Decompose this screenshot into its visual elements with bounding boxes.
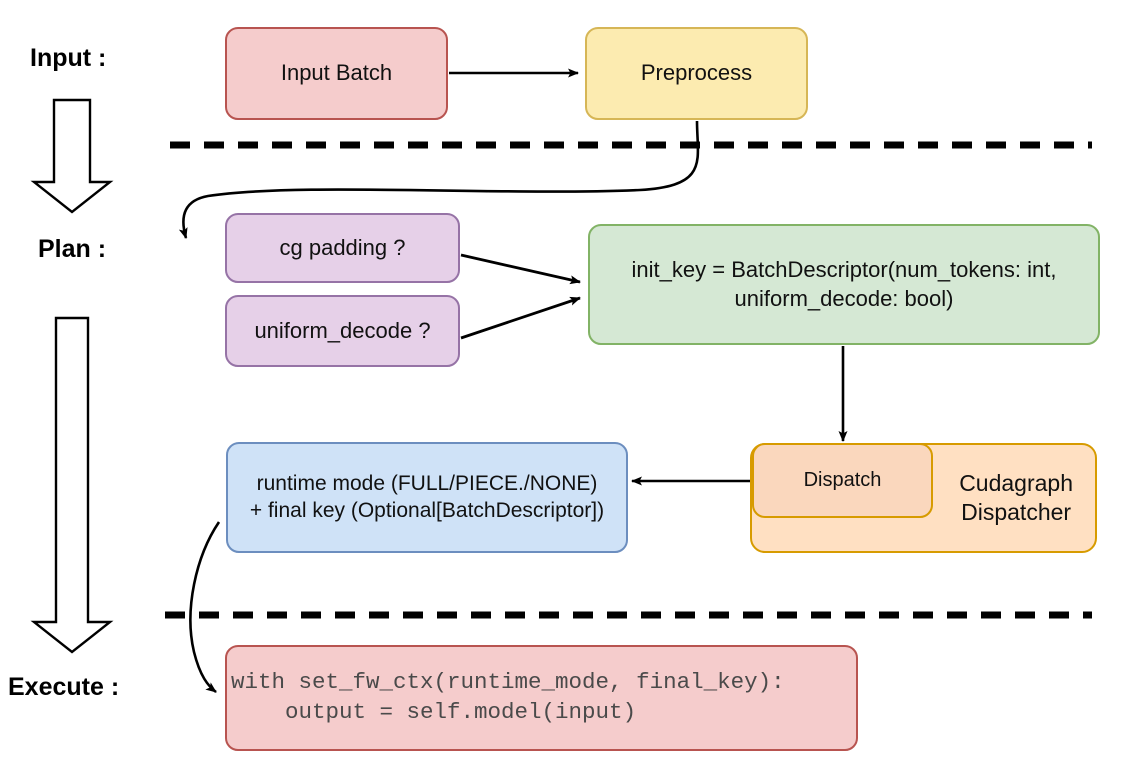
node-cg-padding-label: cg padding ? <box>279 234 406 260</box>
edge-uniform-decode-to-init-key <box>460 296 581 340</box>
stage-label-plan: Plan : <box>38 235 107 263</box>
node-code-block[interactable]: with set_fw_ctx(runtime_mode, final_key)… <box>225 645 858 751</box>
node-uniform-decode-label: uniform_decode ? <box>254 317 431 343</box>
node-input-batch-label: Input Batch <box>280 60 393 86</box>
node-cudagraph-dispatcher-label: Cudagraph Dispatcher <box>959 469 1073 525</box>
node-dispatch-label: Dispatch <box>803 468 882 491</box>
stage-label-input: Input : <box>30 44 107 72</box>
node-uniform-decode[interactable]: uniform_decode ? <box>225 295 460 367</box>
node-dispatch[interactable]: Dispatch <box>752 443 933 518</box>
node-preprocess[interactable]: Preprocess <box>585 27 808 120</box>
node-runtime-mode-label: runtime mode (FULL/PIECE./NONE) + final … <box>249 471 605 522</box>
node-input-batch[interactable]: Input Batch <box>225 27 448 120</box>
node-init-key-label: init_key = BatchDescriptor(num_tokens: i… <box>631 257 1057 311</box>
node-init-key[interactable]: init_key = BatchDescriptor(num_tokens: i… <box>588 224 1100 345</box>
flow-arrow-plan-to-execute <box>30 316 114 654</box>
node-code-block-label: with set_fw_ctx(runtime_mode, final_key)… <box>231 669 785 725</box>
edge-cg-padding-to-init-key <box>460 253 581 285</box>
edge-runtime-mode-to-code <box>189 521 221 694</box>
flow-arrow-input-to-plan <box>30 98 114 214</box>
node-cg-padding[interactable]: cg padding ? <box>225 213 460 283</box>
node-preprocess-label: Preprocess <box>640 60 753 86</box>
node-runtime-mode[interactable]: runtime mode (FULL/PIECE./NONE) + final … <box>226 442 628 553</box>
stage-label-execute: Execute : <box>8 673 120 701</box>
